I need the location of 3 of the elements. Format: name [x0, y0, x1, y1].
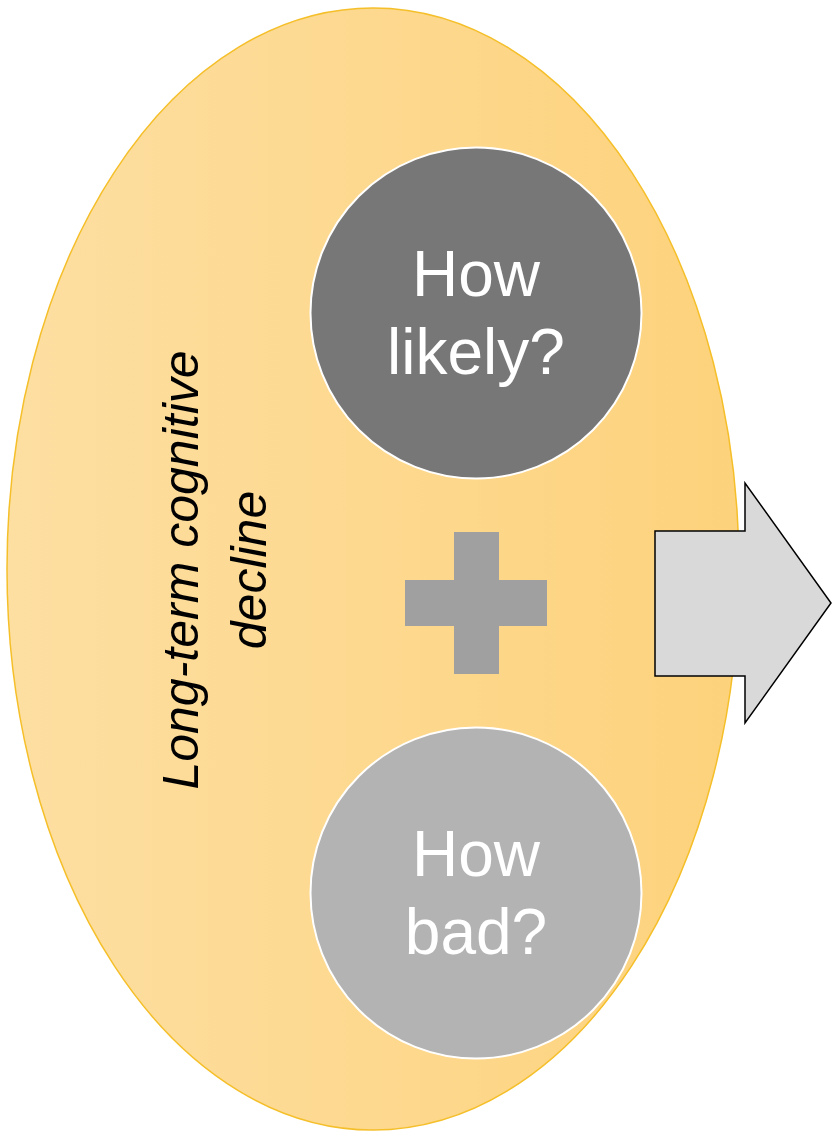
rotated-label: Long-term cognitive decline — [152, 349, 278, 792]
circle-label: How bad? — [403, 817, 549, 970]
circle-label: How likely? — [386, 237, 566, 390]
